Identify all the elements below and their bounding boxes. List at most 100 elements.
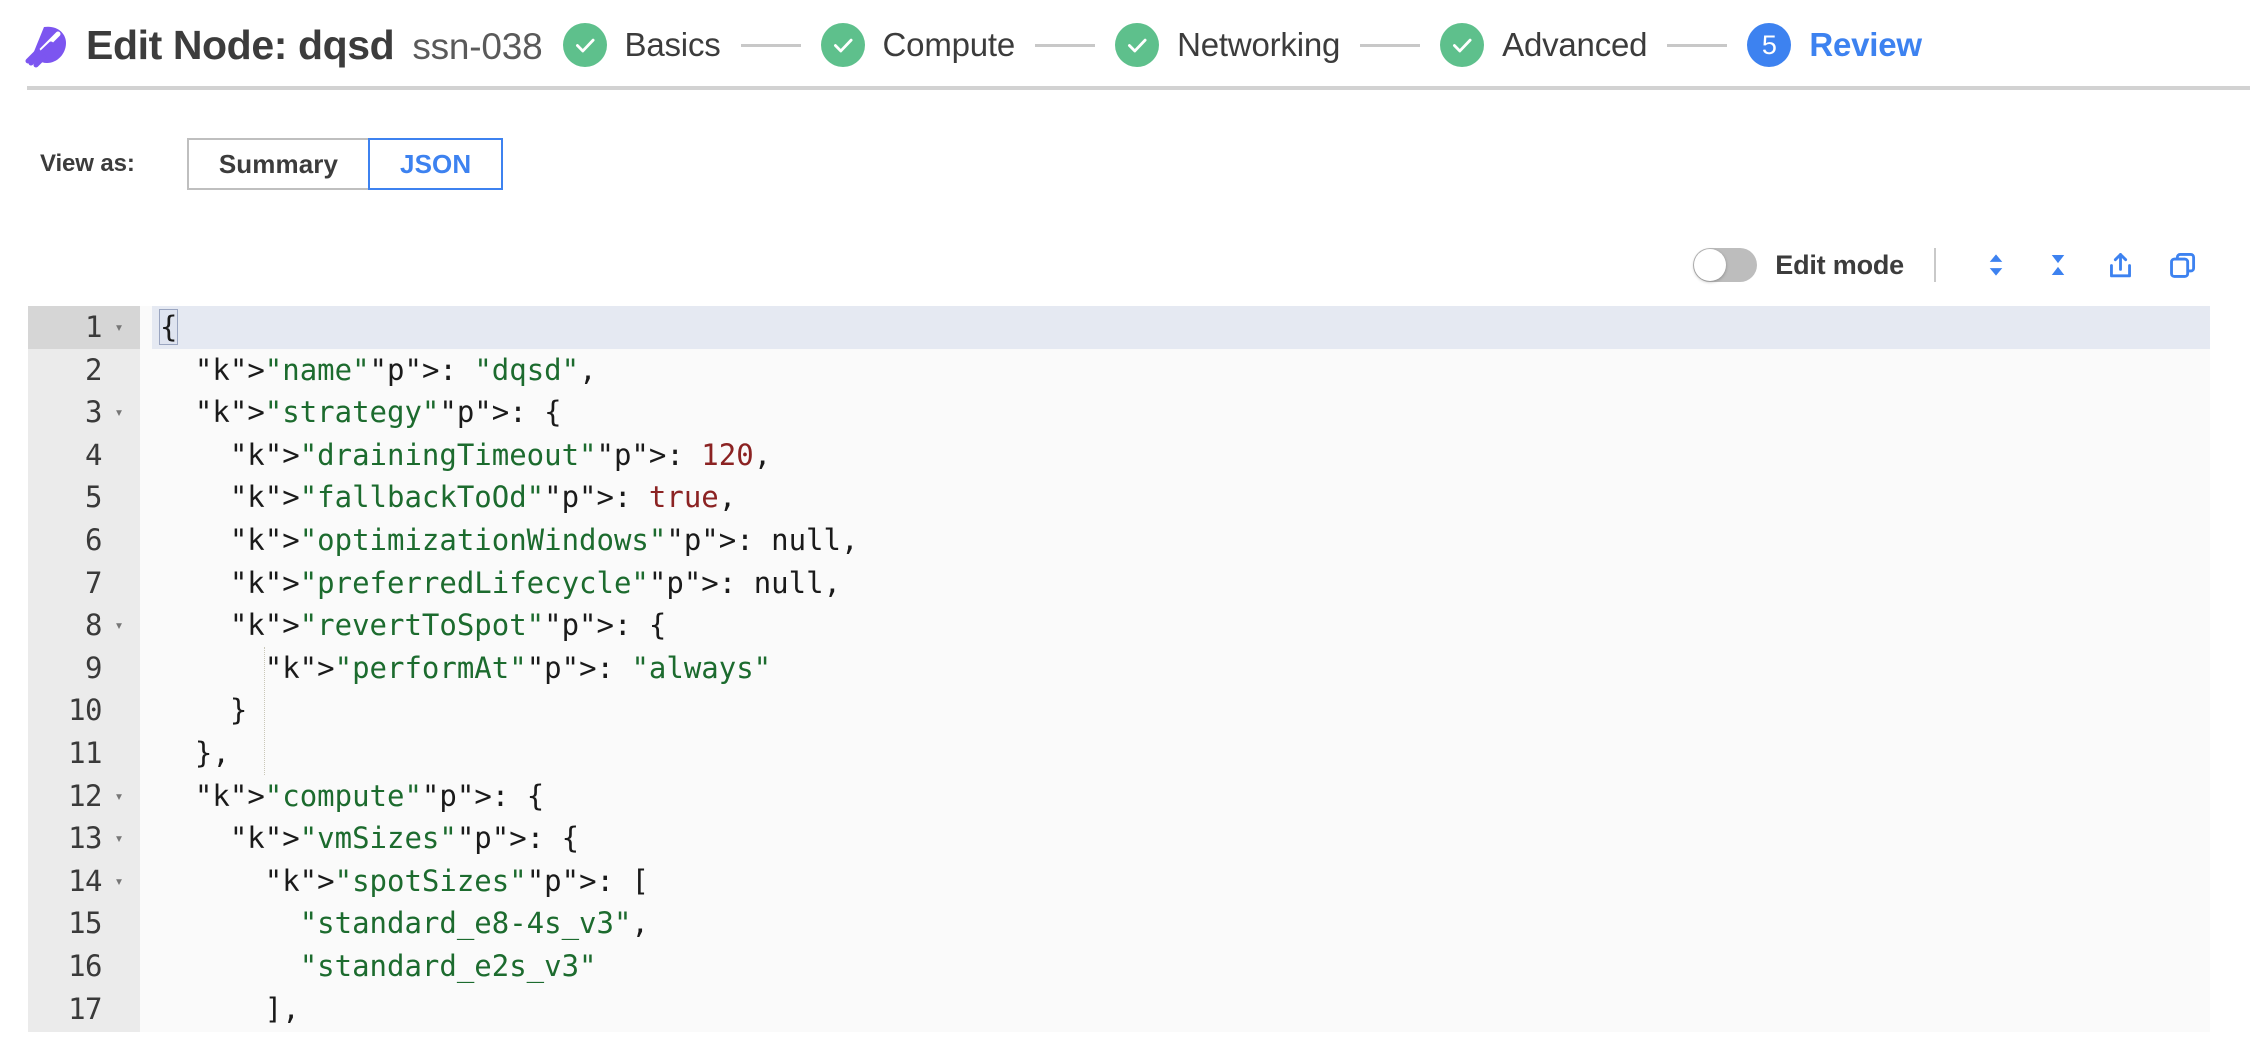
gutter-line: 10▾	[28, 689, 140, 732]
gutter-line: 5▾	[28, 476, 140, 519]
line-number: 6	[85, 522, 102, 557]
edit-mode-label: Edit mode	[1775, 249, 1904, 280]
code-line[interactable]: "k">"fallbackToOd""p">: true,	[229, 480, 737, 515]
step-compute-status-icon	[820, 23, 865, 67]
line-number: 3	[85, 395, 102, 430]
page-title-subtitle: ssn-038	[412, 25, 543, 67]
step-compute[interactable]: Compute	[820, 23, 1016, 67]
line-number: 9	[85, 650, 102, 685]
step-review-number-badge: 5	[1747, 23, 1792, 67]
editor-toolbar: Edit mode	[0, 242, 2250, 288]
step-networking-status-icon	[1115, 23, 1160, 67]
gutter-line: 15▾	[28, 902, 140, 945]
line-number: 11	[68, 735, 102, 770]
code-line[interactable]: "k">"spotSizes""p">: [	[264, 863, 649, 898]
code-line[interactable]: }	[160, 693, 248, 728]
edit-mode-toggle-knob	[1694, 249, 1727, 281]
code-line[interactable]: "k">"name""p">: "dqsd",	[194, 352, 597, 387]
step-compute-label: Compute	[882, 26, 1016, 63]
step-review[interactable]: 5 Review	[1747, 23, 1922, 67]
gutter-line: 7▾	[28, 562, 140, 605]
view-as-segmented-control: Summary JSON	[186, 138, 504, 190]
gutter-line: 14 ▾	[28, 860, 140, 903]
gutter-line: 16▾	[28, 945, 140, 988]
code-line[interactable]: "k">"drainingTimeout""p">: 120,	[229, 437, 772, 472]
step-advanced-label: Advanced	[1502, 26, 1648, 63]
editor-gutter[interactable]: 1▾2▾3▾4▾5▾6▾7▾8▾9▾10▾11▾12▾13▾14▾15▾16▾1…	[28, 306, 140, 1032]
step-basics-status-icon	[562, 23, 607, 67]
view-as-summary-button[interactable]: Summary	[186, 138, 371, 190]
collapse-all-icon[interactable]	[2030, 244, 2086, 286]
code-line[interactable]: "k">"vmSizes""p">: {	[229, 821, 580, 856]
view-as-row: View as: Summary JSON	[0, 138, 2250, 190]
code-line[interactable]: "k">"optimizationWindows""p">: null,	[229, 522, 859, 557]
fold-toggle-icon[interactable]: ▾	[114, 318, 124, 336]
code-line[interactable]: "k">"performAt""p">: "always"	[264, 650, 772, 685]
step-connector	[1667, 43, 1728, 47]
code-line[interactable]: "k">"compute""p">: {	[194, 778, 545, 813]
step-review-number: 5	[1761, 29, 1777, 60]
export-icon[interactable]	[2092, 244, 2148, 286]
line-number: 16	[68, 948, 102, 983]
line-number: 14	[68, 863, 102, 898]
gutter-line: 9▾	[28, 647, 140, 690]
step-connector	[740, 43, 801, 47]
gutter-line: 8▾	[28, 604, 140, 647]
editor-code-area[interactable]: { "k">"name""p">: "dqsd", "k">"strategy"…	[140, 306, 2210, 1032]
code-line[interactable]: "standard_e2s_v3"	[299, 948, 597, 983]
step-connector	[1035, 43, 1096, 47]
expand-all-icon[interactable]	[1968, 244, 2024, 286]
step-advanced[interactable]: Advanced	[1440, 23, 1648, 67]
wizard-stepper: Basics Compute Networking Advanced	[562, 23, 2250, 67]
gutter-line: 3▾	[28, 391, 140, 434]
copy-icon[interactable]	[2154, 244, 2210, 286]
json-code-editor[interactable]: 1▾2▾3▾4▾5▾6▾7▾8▾9▾10▾11▾12▾13▾14▾15▾16▾1…	[28, 306, 2210, 1032]
fold-toggle-icon[interactable]: ▾	[114, 786, 124, 805]
gutter-line: 12 ▾	[28, 775, 140, 818]
step-connector	[1360, 43, 1421, 47]
code-line[interactable]: ],	[160, 991, 300, 1026]
line-number: 2	[85, 352, 102, 387]
code-line[interactable]: },	[160, 735, 230, 770]
fold-toggle-icon[interactable]: ▾	[114, 871, 124, 890]
gutter-line: 1▾	[28, 306, 140, 349]
page-header: Edit Node: dqsd ssn-038 Basics Compute N…	[0, 0, 2250, 90]
step-networking-label: Networking	[1177, 26, 1341, 63]
code-line[interactable]: "standard_e8-4s_v3",	[299, 906, 649, 941]
fold-toggle-icon[interactable]: ▾	[114, 616, 124, 635]
toolbar-divider	[1934, 248, 1936, 282]
line-number: 8	[85, 608, 102, 643]
fold-toggle-icon[interactable]: ▾	[114, 403, 124, 422]
code-line[interactable]: "k">"preferredLifecycle""p">: null,	[229, 565, 841, 600]
gutter-line: 2▾	[28, 349, 140, 392]
line-number: 10	[68, 693, 102, 728]
line-number: 13	[68, 821, 102, 856]
step-review-label: Review	[1809, 26, 1922, 63]
view-as-json-button[interactable]: JSON	[368, 138, 504, 190]
line-number: 12	[68, 778, 102, 813]
spot-comet-logo-icon	[24, 21, 68, 69]
indent-guide	[264, 647, 265, 775]
step-basics[interactable]: Basics	[562, 23, 721, 67]
step-advanced-status-icon	[1440, 23, 1485, 67]
line-number: 7	[85, 565, 102, 600]
fold-toggle-icon[interactable]: ▾	[114, 829, 124, 848]
line-number: 15	[68, 906, 102, 941]
gutter-line: 11▾	[28, 732, 140, 775]
line-number: 4	[85, 437, 102, 472]
code-line[interactable]: {	[152, 306, 2210, 349]
gutter-line: 4▾	[28, 434, 140, 477]
code-line[interactable]: "k">"strategy""p">: {	[194, 395, 562, 430]
step-basics-label: Basics	[624, 26, 721, 63]
code-line[interactable]: "k">"revertToSpot""p">: {	[229, 608, 667, 643]
edit-mode-toggle[interactable]	[1693, 248, 1758, 282]
gutter-line: 13 ▾	[28, 817, 140, 860]
line-number: 5	[85, 480, 102, 515]
page-title-main: Edit Node: dqsd	[86, 21, 395, 68]
view-as-label: View as:	[40, 150, 135, 177]
page-title: Edit Node: dqsd ssn-038	[86, 22, 543, 69]
gutter-line: 17▾	[28, 988, 140, 1031]
line-number: 17	[68, 991, 102, 1026]
step-networking[interactable]: Networking	[1115, 23, 1340, 67]
gutter-line: 6▾	[28, 519, 140, 562]
